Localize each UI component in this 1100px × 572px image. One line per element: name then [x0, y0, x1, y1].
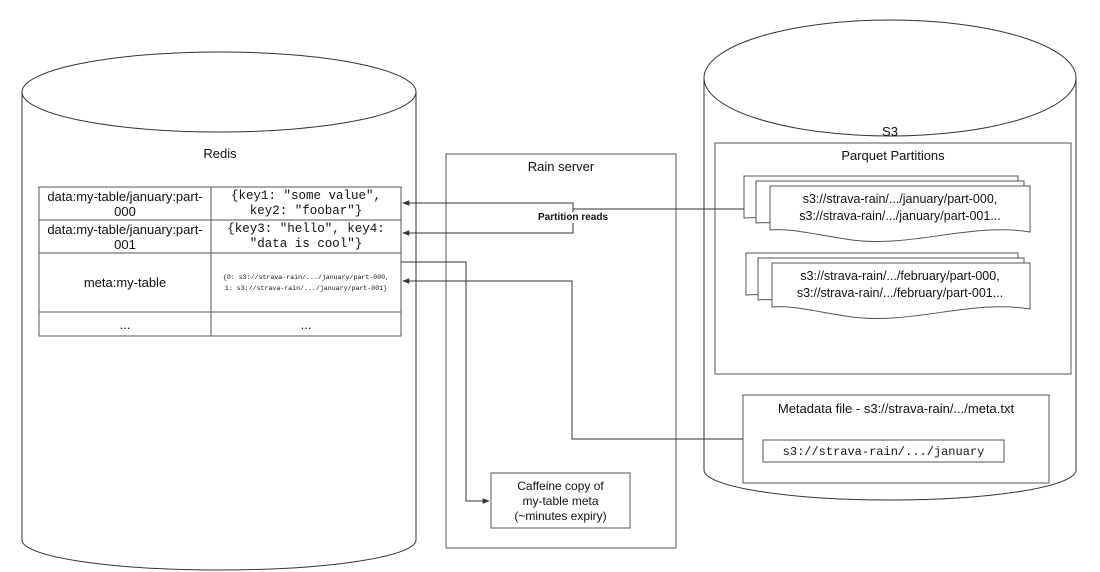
redis-key-4-text: ...	[119, 316, 131, 332]
caffeine-box	[490, 472, 631, 529]
redis-key-2-text: data:my-table/january:part-001	[47, 221, 203, 252]
parquet-partitions-title: Parquet Partitions	[841, 148, 945, 163]
redis-key-3: meta:my-table	[39, 253, 211, 312]
metadata-read-arrow	[402, 278, 743, 440]
rain-server-box	[445, 153, 677, 549]
metadata-value-box	[762, 439, 1005, 463]
redis-value-3: {0: s3://strava-rain/.../january/part-00…	[211, 253, 401, 312]
redis-value-2: {key3: "hello", key4: "data is cool"}	[211, 220, 401, 253]
redis-key-1-text: data:my-table/january:part-000	[47, 188, 203, 219]
redis-table-grid	[38, 186, 402, 337]
january-document-stack	[743, 175, 1031, 243]
redis-value-1: {key1: "some value", key2: "foobar"}	[211, 187, 401, 220]
s3-title: S3	[882, 124, 898, 139]
redis-value-4: ...	[211, 312, 401, 336]
caffeine-copy-arrow	[401, 261, 490, 504]
redis-value-4-text: ...	[300, 316, 312, 332]
february-partition-paths: s3://strava-rain/.../february/part-000, …	[796, 269, 1004, 300]
rain-server-title: Rain server	[527, 159, 595, 174]
metadata-file-value: s3://strava-rain/.../january	[782, 445, 985, 459]
redis-key-2: data:my-table/january:part-001	[39, 220, 211, 253]
redis-key-1: data:my-table/january:part-000	[39, 187, 211, 220]
january-partition-paths: s3://strava-rain/.../january/part-000, s…	[799, 192, 1001, 223]
redis-value-3-text: {0: s3://strava-rain/.../january/part-00…	[222, 273, 390, 292]
redis-key-3-text: meta:my-table	[83, 275, 167, 290]
redis-key-4: ...	[39, 312, 211, 336]
partition-reads-label: Partition reads	[531, 212, 615, 223]
caffeine-label: Caffeine copy of my-table meta (~minutes…	[514, 479, 607, 523]
metadata-file-box	[742, 394, 1050, 484]
redis-value-2-text: {key3: "hello", key4: "data is cool"}	[227, 221, 385, 251]
february-document-stack	[745, 252, 1031, 320]
redis-title: Redis	[203, 146, 237, 161]
metadata-file-title: Metadata file - s3://strava-rain/.../met…	[777, 401, 1015, 416]
redis-value-1-text: {key1: "some value", key2: "foobar"}	[230, 188, 382, 218]
